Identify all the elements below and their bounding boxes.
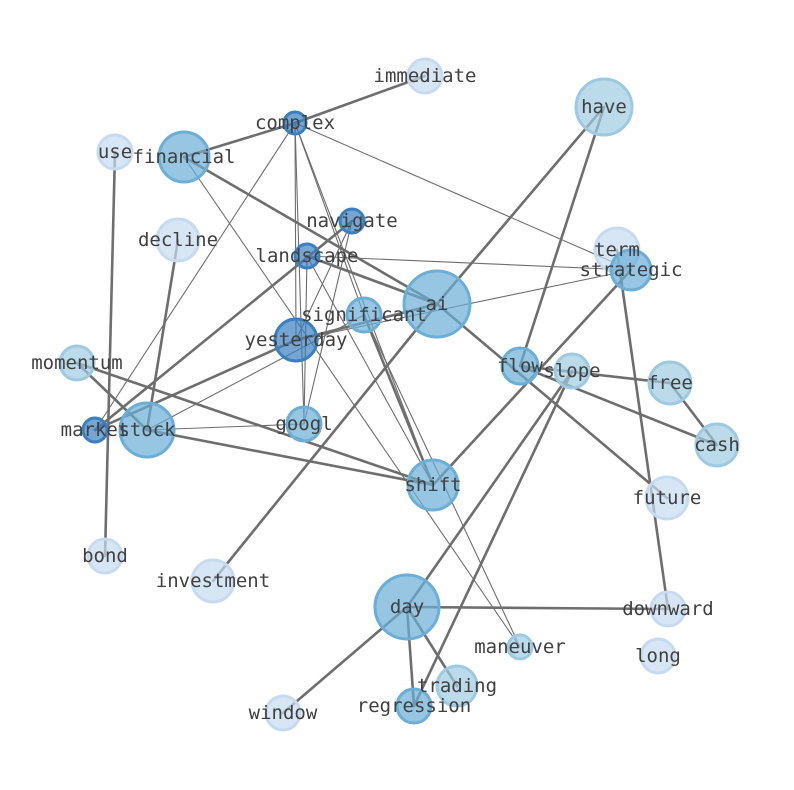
node-regression[interactable] <box>395 687 433 725</box>
node-label-maneuver: maneuver <box>474 636 566 658</box>
node-label-bond: bond <box>82 545 128 567</box>
node-flow[interactable] <box>500 346 540 386</box>
edge-complex-yesterday <box>294 122 297 341</box>
edge-day-downward <box>405 605 670 611</box>
node-label-term: term <box>594 239 640 261</box>
node-immediate[interactable] <box>406 57 444 95</box>
node-yesterday[interactable] <box>273 317 319 363</box>
edge-flow-free <box>518 364 672 385</box>
edge-financial-maneuver <box>183 156 521 648</box>
edge-complex-googl <box>294 122 305 425</box>
node-label-momentum: momentum <box>31 352 123 374</box>
node-shift[interactable] <box>406 458 460 512</box>
node-label-long: long <box>635 645 681 667</box>
edge-slope-day <box>405 369 574 609</box>
edge-use-bond <box>103 150 117 558</box>
node-ai[interactable] <box>402 269 472 339</box>
node-downward[interactable] <box>649 590 687 628</box>
node-label-immediate: immediate <box>374 65 477 87</box>
node-landscape[interactable] <box>293 242 321 270</box>
node-label-financial: financial <box>133 146 236 168</box>
node-label-future: future <box>633 487 702 509</box>
edge-flow-cash <box>518 364 719 447</box>
node-stock[interactable] <box>118 401 176 459</box>
edge-navigate-googl <box>303 220 353 425</box>
node-label-downward: downward <box>622 598 714 620</box>
edge-stock-shift <box>145 428 435 487</box>
node-investment[interactable] <box>190 558 236 604</box>
edge-significant-shift <box>362 313 435 487</box>
node-label-investment: investment <box>156 570 270 592</box>
node-complex[interactable] <box>282 110 308 136</box>
edge-ai-investment <box>211 302 439 583</box>
node-label-decline: decline <box>138 229 218 251</box>
node-bond[interactable] <box>86 537 124 575</box>
node-long[interactable] <box>639 637 677 675</box>
node-label-stock: stock <box>118 419 176 441</box>
node-window[interactable] <box>264 694 302 732</box>
node-use[interactable] <box>96 133 134 171</box>
edge-slope-regression <box>412 369 574 708</box>
node-label-yesterday: yesterday <box>245 329 348 351</box>
edge-term-downward <box>615 248 670 611</box>
node-navigate[interactable] <box>338 207 366 235</box>
edge-complex-significant <box>294 122 365 316</box>
node-label-landscape: landscape <box>256 245 359 267</box>
node-label-market: market <box>61 419 130 441</box>
edge-have-ai <box>435 105 606 306</box>
node-label-navigate: navigate <box>306 210 398 232</box>
edge-landscape-strategic <box>306 255 632 271</box>
edge-have-flow <box>518 105 606 368</box>
edge-momentum-shift <box>75 361 435 487</box>
node-label-flow: flow <box>497 355 543 377</box>
node-momentum[interactable] <box>58 344 96 382</box>
node-label-regression: regression <box>357 695 471 717</box>
nodes-layer <box>58 57 740 732</box>
node-label-day: day <box>390 596 424 618</box>
node-label-use: use <box>98 141 132 163</box>
node-googl[interactable] <box>285 405 323 443</box>
node-financial[interactable] <box>157 130 211 184</box>
node-label-googl: googl <box>275 413 332 435</box>
node-label-shift: shift <box>404 474 461 496</box>
node-label-complex: complex <box>255 112 335 134</box>
node-label-free: free <box>647 372 693 394</box>
edge-landscape-shift <box>306 255 434 486</box>
node-label-trading: trading <box>417 675 497 697</box>
node-maneuver[interactable] <box>506 633 534 661</box>
node-cash[interactable] <box>694 422 740 468</box>
edge-immediate-complex <box>293 74 427 125</box>
node-slope[interactable] <box>553 352 591 390</box>
edge-complex-strategic <box>294 122 632 271</box>
node-market[interactable] <box>81 416 109 444</box>
node-label-strategic: strategic <box>580 259 683 281</box>
node-future[interactable] <box>644 475 690 521</box>
node-label-window: window <box>249 702 318 724</box>
edge-decline-stock <box>145 238 180 432</box>
edge-significant-stock <box>146 314 365 431</box>
node-free[interactable] <box>647 360 693 406</box>
node-significant[interactable] <box>345 296 383 334</box>
edge-financial-ai <box>182 155 439 306</box>
node-have[interactable] <box>574 77 634 137</box>
node-label-significant: significant <box>301 304 427 326</box>
node-day[interactable] <box>373 573 441 641</box>
node-decline[interactable] <box>155 217 201 263</box>
node-label-ai: ai <box>426 293 449 315</box>
node-strategic[interactable] <box>609 248 653 292</box>
edge-complex-market <box>94 122 296 431</box>
node-trading[interactable] <box>435 664 479 708</box>
node-label-cash: cash <box>694 434 740 456</box>
node-label-have: have <box>581 96 627 118</box>
node-label-slope: slope <box>543 360 600 382</box>
